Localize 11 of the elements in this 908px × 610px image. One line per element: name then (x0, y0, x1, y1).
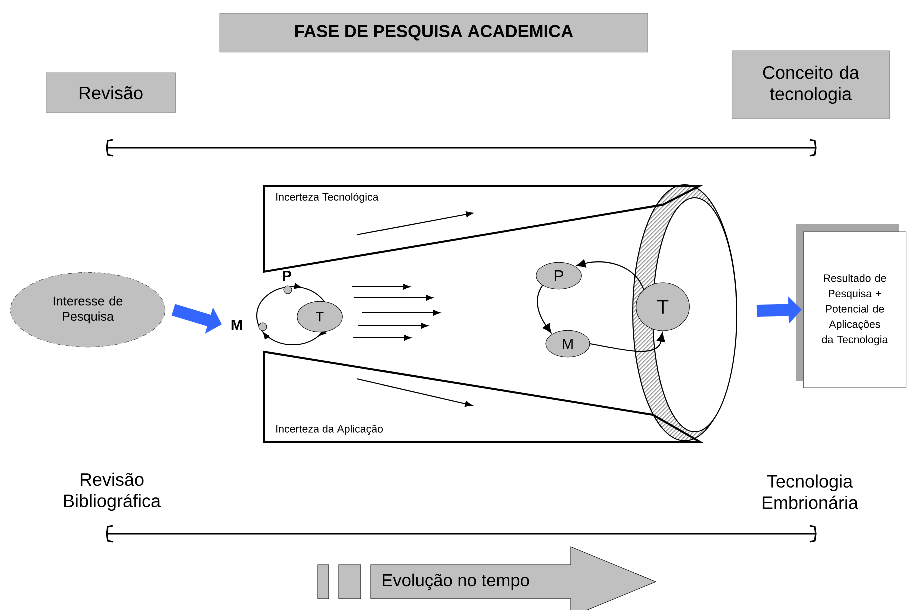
result-box: Resultado de Pesquisa + Potencial de Aplicações da Tecnologia (796, 224, 907, 388)
arrow (576, 260, 644, 290)
cycle-letter: M (232, 320, 242, 330)
timeline-label: Tecnologia Embrionária (762, 474, 858, 510)
title-box: FASE DE PESQUISA ACADEMICA (220, 13, 648, 53)
heading-box: Revisão (46, 72, 176, 114)
arrow (590, 332, 666, 352)
heading-box: Conceito da tecnologia (732, 50, 890, 120)
arrow (537, 285, 552, 334)
cycle-letter: P (283, 270, 292, 282)
timeline-label: Revisão Bibliográfica (64, 472, 162, 512)
